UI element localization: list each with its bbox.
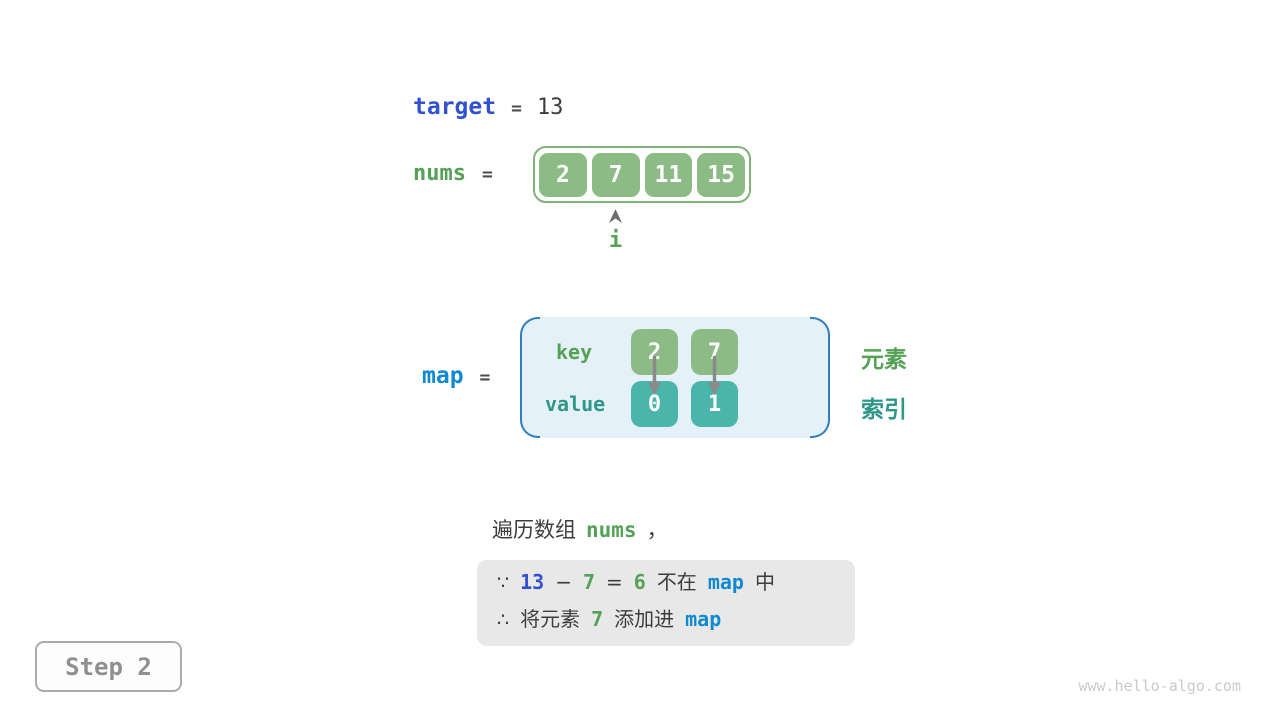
add-prefix-text: 将元素: [520, 607, 581, 631]
array-cell: 2: [539, 152, 587, 197]
iterate-nums-keyword: nums: [586, 518, 637, 542]
target-equals: =: [511, 98, 522, 119]
nums-equals: =: [481, 164, 493, 185]
map-key-label: key: [556, 340, 593, 364]
map-value-cell: 1: [691, 381, 738, 427]
index-pointer-label: i: [608, 228, 623, 253]
nums-array: 2 7 11 15: [533, 146, 751, 203]
iterate-sentence: 遍历数组 nums ，: [492, 514, 668, 544]
add-action-text: 添加进: [614, 607, 675, 631]
map-assignment: map =: [422, 363, 490, 389]
map-key-cell: 7: [691, 329, 738, 375]
iterate-prefix: 遍历数组: [492, 518, 576, 542]
because-symbol: ∵: [497, 572, 510, 594]
array-cell: 15: [697, 152, 745, 197]
map-value-cell: 0: [631, 381, 678, 427]
reason-line-1: ∵ 13 − 7 = 6 不在 map 中: [497, 566, 855, 603]
target-assignment: target = 13: [413, 94, 563, 120]
reason-box: ∵ 13 − 7 = 6 不在 map 中 ∴ 将元素 7 添加进 map: [477, 560, 855, 646]
iterate-comma: ，: [646, 518, 668, 542]
map-keyword-inline: map: [707, 570, 744, 594]
map-right-bracket: [810, 317, 830, 438]
array-cell: 11: [644, 152, 693, 197]
index-legend-label: 索引: [861, 397, 907, 423]
therefore-symbol: ∴: [497, 609, 510, 631]
map-keyword-inline: map: [685, 607, 722, 631]
map-equals: =: [479, 367, 491, 388]
map-left-bracket: [520, 317, 540, 438]
not-in-text: 不在: [656, 570, 697, 594]
nums-assignment: nums =: [413, 161, 493, 186]
element-legend-label: 元素: [861, 347, 907, 373]
minus-sign: −: [555, 570, 572, 594]
nums-keyword: nums: [413, 161, 466, 186]
subtrahend-value: 7: [582, 570, 595, 594]
array-cell: 7: [591, 152, 640, 197]
target-value: 13: [536, 95, 564, 120]
element-value: 7: [591, 607, 604, 631]
map-key-cell: 2: [631, 329, 678, 375]
watermark: www.hello-algo.com: [1078, 677, 1241, 695]
map-keyword: map: [422, 363, 464, 389]
map-value-label: value: [545, 392, 606, 416]
map-table: key value 2 7 0 1: [520, 317, 830, 438]
target-keyword: target: [413, 94, 497, 120]
in-suffix-text: 中: [754, 570, 775, 594]
step-badge: Step 2: [35, 641, 182, 692]
equals-sign: =: [606, 570, 623, 594]
index-pointer-icon: [609, 209, 622, 223]
reason-line-2: ∴ 将元素 7 添加进 map: [497, 603, 855, 640]
difference-value: 6: [633, 570, 646, 594]
minuend-value: 13: [520, 570, 545, 594]
